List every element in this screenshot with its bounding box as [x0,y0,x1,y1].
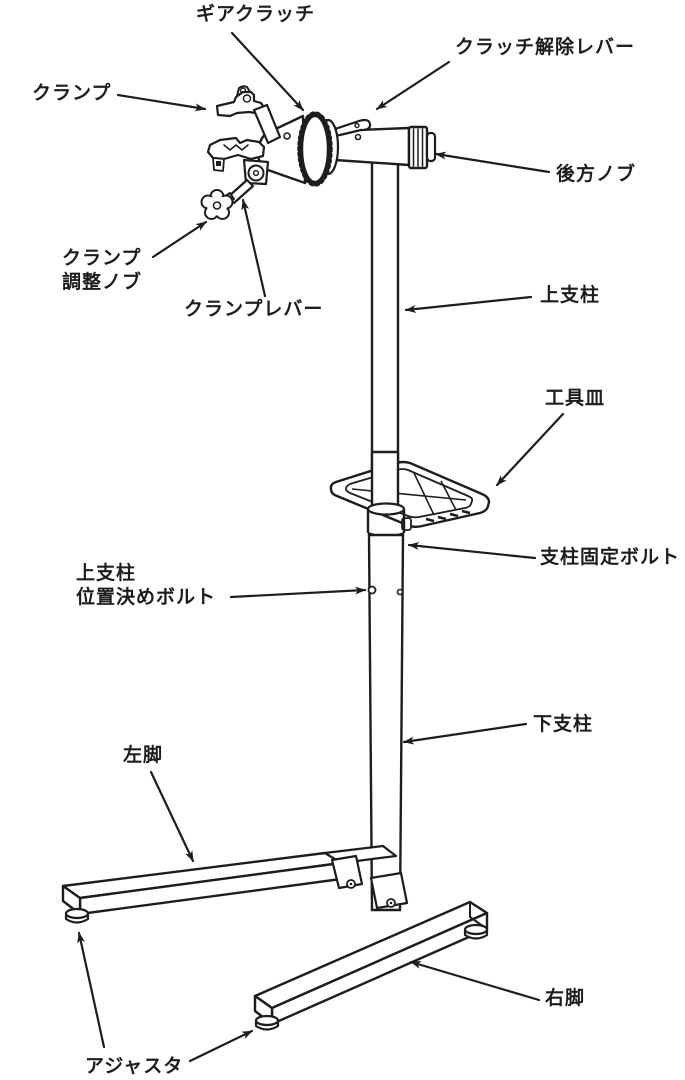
arrow-lower-column [402,722,528,745]
label-rear-knob: 後方ノブ [556,163,637,185]
label-column-fixing-bolt: 支柱固定ボルト [540,546,681,568]
arrow-adjuster-left [77,931,106,1049]
left-leg-part [61,851,343,916]
label-lower-column: 下支柱 [533,713,594,735]
clamp-lever-part [226,158,270,205]
clamp-jaw-upper [215,85,282,145]
label-adjuster: アジャスタ [85,1055,184,1077]
label-gear-clutch: ギアクラッチ [196,3,316,25]
arrow-clamp-adjust-knob [151,220,208,259]
upper-column-positioning-bolt-part [367,585,377,595]
base-gussets [330,854,409,910]
clamp-jaw-lower [206,136,266,172]
adjuster-right-feet [254,923,489,1031]
label-right-leg: 右脚 [545,987,586,1009]
lower-column-tube [367,533,405,912]
arrow-rear-knob [434,151,551,174]
arrow-right-leg [409,960,541,1002]
arrow-upper-column [404,295,533,313]
arrow-column-fixing-bolt [407,542,537,560]
label-clamp: クランプ [32,82,112,104]
arrow-positioning-bolt [229,586,367,599]
adjuster-left-foot [64,907,90,924]
label-clutch-release-lever: クラッチ解除レバー [455,36,636,58]
label-upper-column-positioning-bolt: 上支柱 位置決めボルト [76,562,217,608]
arrow-tool-tray [495,412,565,487]
clamp-head-assembly [200,85,437,220]
clamp-adjust-knob-part [200,189,235,220]
rear-knob-part [407,125,437,170]
arrow-left-leg [149,770,195,863]
label-upper-column: 上支柱 [540,284,601,306]
arrow-adjuster-right [188,1029,254,1063]
base-assembly [61,844,489,1031]
arrow-clamp-lever [241,198,267,298]
label-clamp-lever: クランプレバー [184,298,324,320]
arrow-gear-clutch [230,31,305,112]
label-clamp-adjust-knob: クランプ 調整ノブ [62,247,143,293]
label-tool-tray: 工具皿 [545,387,606,409]
label-left-leg: 左脚 [123,744,164,766]
arrow-clutch-release-lever [375,60,451,111]
callout-arrows [77,31,565,1063]
arrow-clamp [116,93,207,112]
right-leg-part [253,900,489,1026]
gear-clutch-part [297,111,340,187]
tool-tray-part [329,450,491,537]
